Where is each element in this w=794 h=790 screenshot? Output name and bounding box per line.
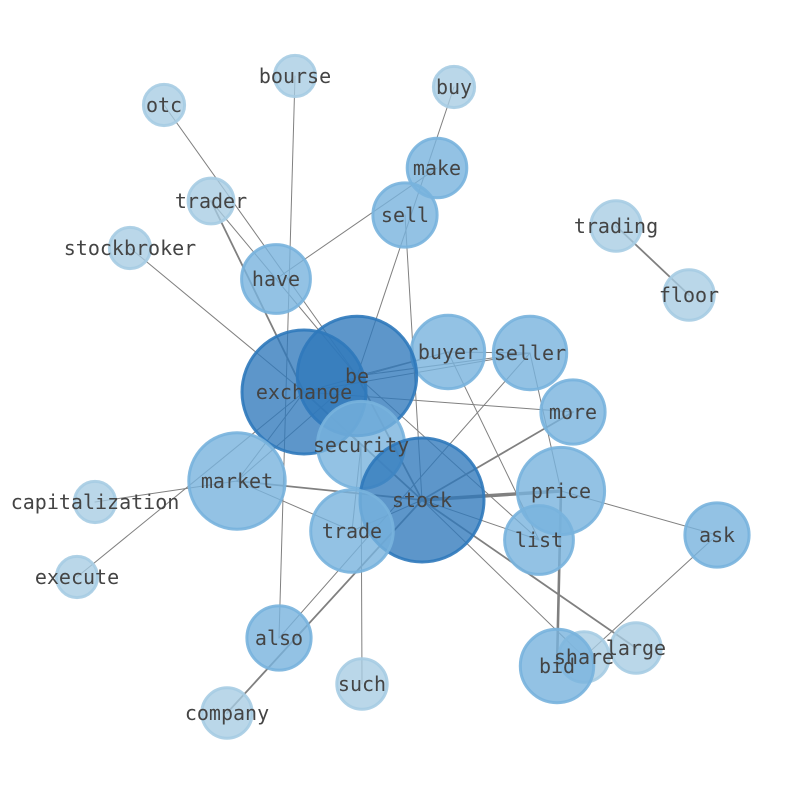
node-label-capitalization: capitalization: [11, 490, 180, 514]
node-market: [187, 431, 287, 531]
node-make: [405, 136, 469, 200]
node-bourse: [272, 53, 318, 99]
node-label-list: list: [515, 528, 563, 552]
node-bid: [518, 627, 596, 705]
node-also: [245, 604, 313, 672]
node-label-company: company: [185, 701, 269, 725]
node-label-stockbroker: stockbroker: [64, 236, 196, 260]
node-label-trade: trade: [322, 519, 382, 543]
node-label-large: large: [606, 636, 666, 660]
node-label-bourse: bourse: [259, 64, 331, 88]
node-label-otc: otc: [146, 93, 182, 117]
node-label-be: be: [345, 364, 369, 388]
node-label-security: security: [313, 433, 409, 457]
node-otc: [141, 82, 187, 128]
node-more: [539, 378, 607, 446]
node-label-seller: seller: [494, 341, 566, 365]
node-label-price: price: [531, 479, 591, 503]
node-trading: [589, 199, 643, 253]
node-label-exchange: exchange: [256, 380, 352, 404]
node-list: [503, 504, 575, 576]
node-company: [200, 686, 254, 740]
node-label-buyer: buyer: [418, 340, 478, 364]
node-label-sell: sell: [381, 203, 429, 227]
node-label-have: have: [252, 267, 300, 291]
node-label-buy: buy: [436, 75, 472, 99]
node-label-trading: trading: [574, 214, 658, 238]
node-trade: [309, 488, 395, 574]
labels-layer: bourse buy otc make trader sell trading stockbr…: [11, 64, 735, 725]
node-floor: [662, 268, 716, 322]
node-label-bid: bid: [539, 654, 575, 678]
node-label-share: share: [554, 645, 614, 669]
node-have: [240, 243, 312, 315]
node-such: [335, 657, 389, 711]
node-large: [609, 621, 663, 675]
node-capitalization: [72, 479, 118, 525]
node-label-floor: floor: [659, 283, 719, 307]
node-label-execute: execute: [35, 565, 119, 589]
node-ask: [683, 501, 751, 569]
node-label-ask: ask: [699, 523, 735, 547]
node-label-trader: trader: [175, 189, 247, 213]
node-seller: [491, 314, 569, 392]
node-label-make: make: [413, 156, 461, 180]
nodes-layer: [54, 53, 751, 740]
node-label-stock: stock: [392, 488, 452, 512]
node-stockbroker: [107, 225, 153, 271]
node-trader: [186, 176, 236, 226]
node-label-more: more: [549, 400, 597, 424]
node-label-such: such: [338, 672, 386, 696]
node-execute: [54, 554, 100, 600]
node-label-also: also: [255, 626, 303, 650]
node-buy: [431, 64, 477, 110]
node-sell: [371, 181, 439, 249]
node-label-market: market: [201, 469, 273, 493]
